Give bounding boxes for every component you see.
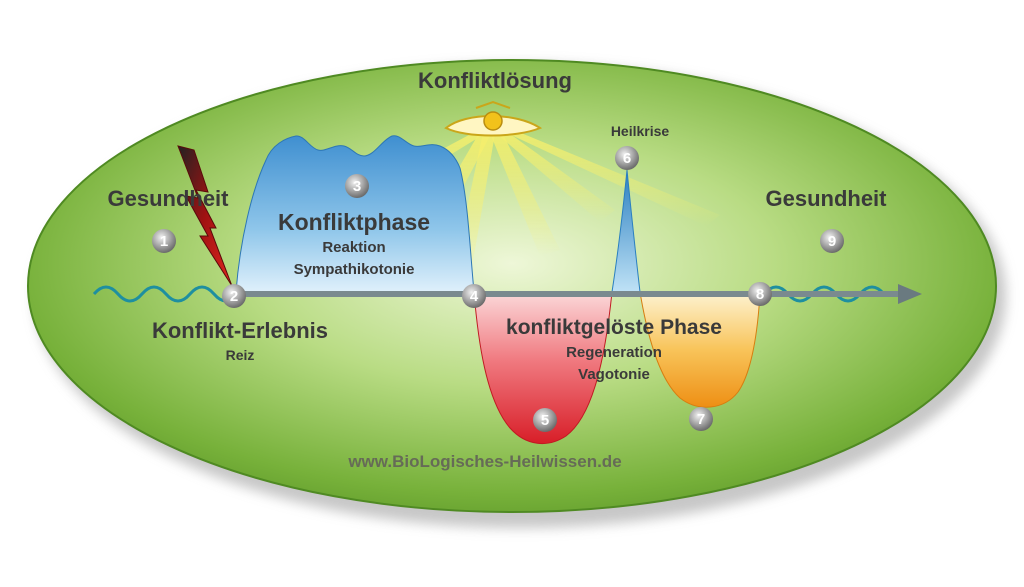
health-left-label: Gesundheit (107, 186, 229, 211)
marker-9: 9 (820, 229, 844, 253)
healing-crisis-label: Heilkrise (611, 123, 670, 139)
marker-5: 5 (533, 408, 557, 432)
resolved-phase-line1: Regeneration (566, 344, 662, 361)
conflict-event-title: Konflikt-Erlebnis (152, 318, 328, 343)
svg-text:1: 1 (160, 233, 168, 250)
health-right-label: Gesundheit (765, 186, 887, 211)
marker-1: 1 (152, 229, 176, 253)
svg-text:8: 8 (756, 286, 764, 303)
resolved-phase-line2: Vagotonie (578, 366, 650, 383)
svg-text:3: 3 (353, 178, 361, 195)
svg-text:2: 2 (230, 288, 238, 305)
marker-2: 2 (222, 284, 246, 308)
svg-text:7: 7 (697, 411, 705, 428)
marker-6: 6 (615, 146, 639, 170)
marker-8: 8 (748, 282, 772, 306)
website-url: www.BioLogisches-Heilwissen.de (347, 452, 621, 471)
resolved-phase-title: konfliktgelöste Phase (506, 316, 722, 339)
svg-text:9: 9 (828, 233, 836, 250)
svg-text:6: 6 (623, 150, 631, 167)
marker-4: 4 (462, 284, 486, 308)
conflict-phase-title: Konfliktphase (278, 209, 430, 235)
conflict-phase-line1: Reaktion (322, 239, 385, 256)
conflict-event-sub: Reiz (226, 347, 255, 363)
conflict-resolution-label: Konfliktlösung (418, 68, 572, 93)
marker-7: 7 (689, 407, 713, 431)
conflict-phase-line2: Sympathikotonie (294, 261, 415, 278)
svg-text:4: 4 (470, 288, 479, 305)
marker-3: 3 (345, 174, 369, 198)
svg-text:5: 5 (541, 412, 549, 429)
